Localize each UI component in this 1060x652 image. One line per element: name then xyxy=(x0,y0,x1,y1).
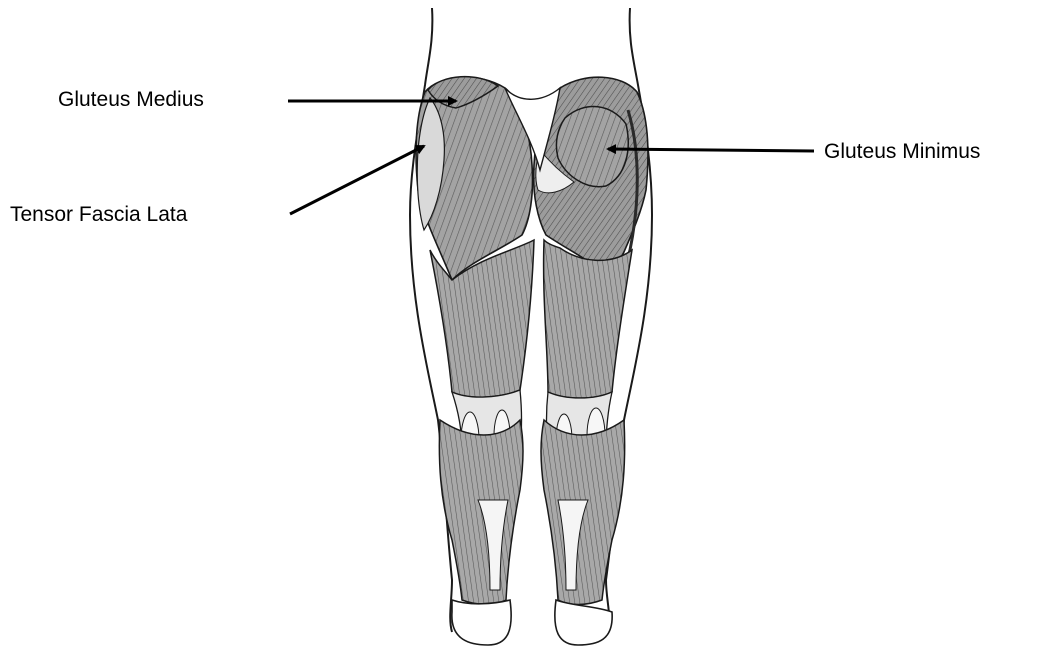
right-thigh xyxy=(544,240,632,398)
arrow-tensor-fascia-lata xyxy=(290,146,424,214)
left-leg xyxy=(416,77,534,645)
right-heel xyxy=(555,600,612,645)
label-tensor-fascia-lata: Tensor Fascia Lata xyxy=(10,204,187,225)
label-gluteus-medius: Gluteus Medius xyxy=(58,89,204,110)
arrow-gluteus-minimus xyxy=(608,149,814,151)
left-heel xyxy=(452,600,511,645)
right-leg xyxy=(534,77,648,645)
label-gluteus-minimus: Gluteus Minimus xyxy=(824,141,980,162)
